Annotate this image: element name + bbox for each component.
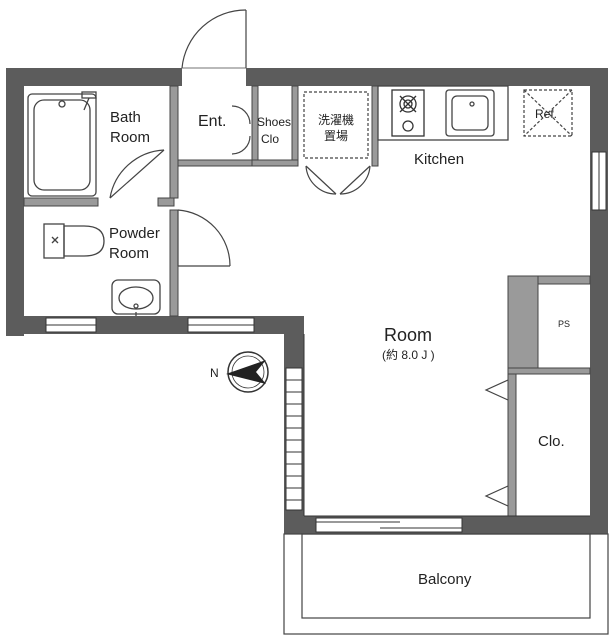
compass-north-label: N (210, 366, 219, 380)
washer-area (303, 91, 369, 159)
balcony (283, 533, 609, 635)
shower-icon (81, 91, 97, 111)
balcony-label: Balcony (418, 571, 472, 588)
room-outline (303, 334, 590, 517)
shoes-closet-label-1: Shoes (257, 115, 291, 129)
refrigerator-label: Ref. (535, 107, 557, 121)
powder-room-label-2: Room (109, 245, 149, 262)
toilet-icon (43, 223, 105, 259)
powder-room-label-1: Powder (109, 225, 160, 242)
shoes-closet-label-2: Clo (261, 132, 279, 146)
washer-label-2: 置場 (324, 129, 348, 143)
washer-label-1: 洗濯機 (318, 112, 354, 127)
closet-label: Clo. (538, 433, 565, 450)
doors (109, 9, 509, 507)
bath-room-label-1: Bath (110, 109, 141, 126)
pipe-space-label: PS (558, 319, 570, 329)
sink-icon (111, 279, 161, 316)
main-room-size: (約 8.0 J ) (382, 347, 435, 362)
interior-walls (23, 85, 591, 517)
bath-room-label-2: Room (110, 129, 150, 146)
window-ladder (286, 379, 302, 501)
kitchen-sink-icon (445, 89, 495, 137)
kitchen-counter (377, 85, 509, 141)
entrance-label: Ent. (198, 113, 226, 130)
bathtub (27, 93, 97, 197)
main-room-label: Room (384, 325, 432, 345)
refrigerator-icon (523, 89, 573, 137)
stove-icon (391, 89, 425, 137)
compass-icon (226, 351, 269, 393)
kitchen-label: Kitchen (414, 151, 464, 168)
